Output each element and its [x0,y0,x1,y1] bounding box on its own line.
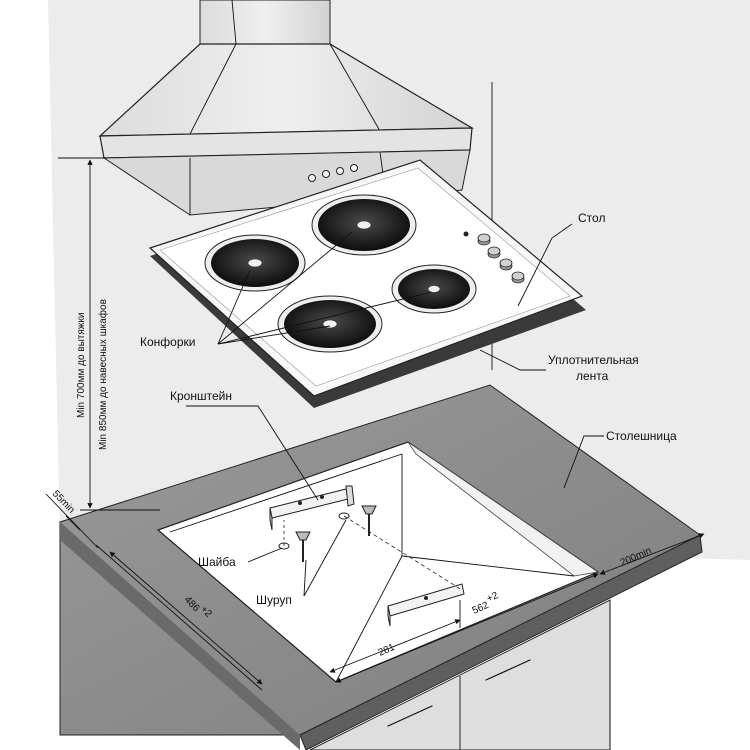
hood-button-2[interactable] [322,170,330,178]
label-seal-tape-line2: лента [576,369,609,383]
dimension-depth-line [109,551,263,685]
label-bracket: Кронштейн [170,389,232,403]
dimension-clearance-line [599,533,705,575]
hood-button-4[interactable] [350,164,358,172]
hob-surface-inner [159,167,571,387]
alignment-line [343,515,463,591]
indicator-light-icon [463,231,469,237]
knob-2-icon[interactable] [487,246,501,259]
dimension-half-width-line [329,619,461,673]
svg-text:+2: +2 [485,590,500,605]
dimension-lines [45,157,705,691]
hob [148,159,586,408]
hood-lower-body [102,149,471,216]
screw-right [361,505,377,536]
dim-hood-height-line2: Min 850мм до навесных шкафов [97,299,109,450]
dim-hood-height-line1: Min 700мм до вытяжки [76,313,87,418]
knob-3-icon[interactable] [499,258,513,271]
hood-button-3[interactable] [336,167,344,175]
screw-left [295,531,311,562]
bracket-top [269,485,355,531]
label-screw: Шуруп [256,593,292,607]
control-knobs [463,231,525,284]
label-washer: Шайба [198,555,236,569]
burner-rear-left [204,234,306,292]
hood-chimney [199,0,331,45]
label-seal-tape-line1: Уплотнительная [548,353,639,367]
range-hood [98,0,475,216]
burner-rear-right [311,194,417,256]
label-burners: Конфорки [140,335,195,349]
knob-4-icon[interactable] [511,271,525,284]
knob-1-icon[interactable] [477,233,491,246]
label-table: Стол [578,211,605,225]
burner-front-left [277,295,383,353]
hood-button-1[interactable] [308,174,316,182]
cabinet-handle-left[interactable] [387,705,433,727]
leader-lines [186,223,604,597]
label-countertop: Столешница [606,429,677,443]
burner-front-right [391,264,477,314]
